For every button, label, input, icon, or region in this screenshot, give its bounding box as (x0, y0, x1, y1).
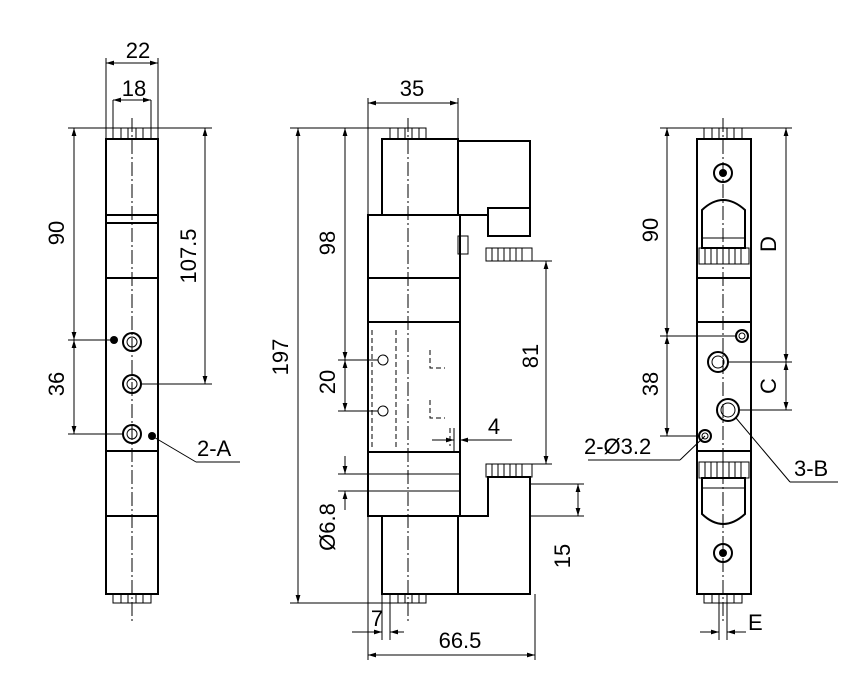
callout-left-holes: 2-A (197, 436, 232, 461)
lower-manual-override (698, 461, 750, 525)
dim-right-e: E (748, 610, 763, 635)
dim-left-width-outer: 22 (126, 38, 150, 63)
dim-center-total-width: 66.5 (439, 628, 482, 653)
upper-connector-box (457, 140, 531, 216)
dim-center-edge-offset: 7 (371, 606, 383, 631)
dim-right-lower-height: 38 (638, 372, 663, 396)
center-view: 35 197 98 20 Ø6.8 81 4 (268, 76, 584, 660)
center-lower-block (367, 451, 461, 517)
upper-manual-override (698, 199, 750, 265)
lower-coil (381, 515, 459, 595)
dim-center-coil-height: 98 (315, 231, 340, 255)
dim-center-connector-height: 15 (550, 544, 575, 568)
callout-right-mount-holes: 2-Ø3.2 (584, 434, 651, 459)
right-view: 90 38 D C 2-Ø3.2 3-B E (584, 118, 838, 640)
dim-left-right-height: 107.5 (176, 228, 201, 283)
lower-connector-box (457, 476, 531, 595)
upper-knurled-nut (485, 247, 533, 262)
dim-right-c: C (756, 378, 781, 394)
dim-center-port-diameter: Ø6.8 (315, 503, 340, 551)
lower-knurled-nut (485, 463, 533, 478)
center-ports (371, 330, 451, 448)
dim-right-upper-height: 90 (638, 218, 663, 242)
dim-center-total-height: 197 (268, 339, 293, 376)
upper-coil (381, 138, 459, 216)
dim-center-port-pitch: 20 (315, 370, 340, 394)
dim-left-lower-height: 36 (44, 372, 69, 396)
dim-left-upper-height: 90 (44, 221, 69, 245)
center-main-body (367, 214, 461, 453)
left-view: 22 18 90 36 107.5 2-A (44, 38, 240, 622)
dim-left-width-inner: 18 (122, 76, 146, 101)
dim-center-top-width: 35 (400, 76, 424, 101)
dim-center-offset: 4 (488, 414, 500, 439)
dim-right-d: D (756, 236, 781, 252)
dim-center-connector-spacing: 81 (518, 344, 543, 368)
callout-right-ports: 3-B (794, 456, 828, 481)
